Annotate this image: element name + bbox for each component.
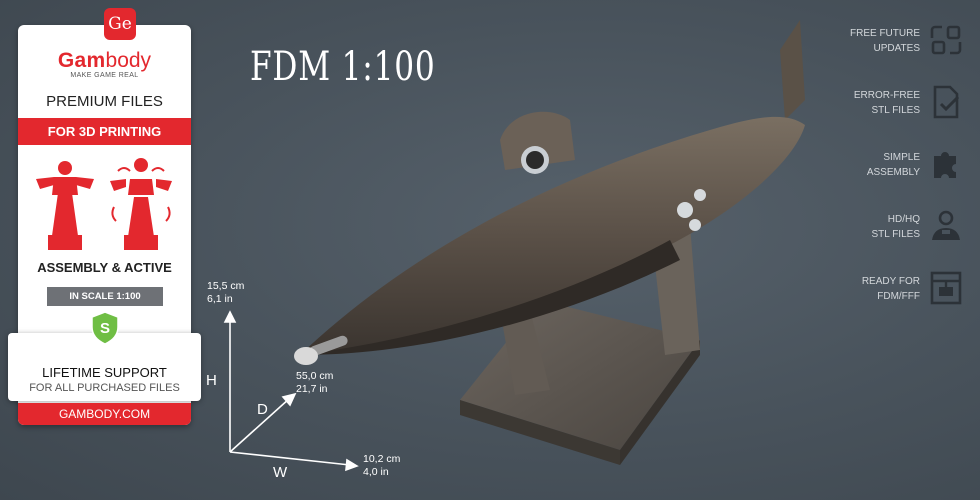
tagline: MAKE GAME REAL xyxy=(70,72,139,79)
width-in: 4,0 in xyxy=(363,466,389,478)
feature-line: STL FILES xyxy=(871,229,920,240)
feature-line: FDM/FFF xyxy=(877,291,920,302)
feature-line: READY FOR xyxy=(861,276,920,287)
feature-ready-fdm: READY FOR FDM/FFF xyxy=(830,268,970,320)
figure-icon xyxy=(932,210,960,240)
feature-hd-hq-stl: HD/HQ STL FILES xyxy=(830,206,970,258)
feature-simple-assembly: SIMPLE ASSEMBLY xyxy=(830,144,970,196)
width-cm: 10,2 cm xyxy=(363,453,401,465)
axis-w-label: W xyxy=(273,464,288,481)
wordmark-gam: Gam xyxy=(57,49,106,72)
lifetime-support-title: LIFETIME SUPPORT xyxy=(42,365,167,380)
lifetime-support-box: S LIFETIME SUPPORT FOR ALL PURCHASED FIL… xyxy=(8,311,201,401)
puzzle-icon xyxy=(934,152,956,178)
headline-fdm-scale: FDM 1:100 xyxy=(250,44,436,90)
shield-icon: S xyxy=(91,311,119,345)
feature-line: FREE FUTURE xyxy=(850,28,920,39)
height-in: 6,1 in xyxy=(207,293,233,305)
feature-line: HD/HQ xyxy=(887,214,920,225)
feature-error-free-stl: ERROR-FREE STL FILES xyxy=(830,82,970,134)
length-in: 21,7 in xyxy=(296,383,328,395)
height-dimension-label: 15,5 cm 6,1 in xyxy=(207,280,244,306)
feature-free-updates: FREE FUTURE UPDATES xyxy=(830,20,970,72)
width-dimension-label: 10,2 cm 4,0 in xyxy=(363,453,400,479)
scale-badge: IN SCALE 1:100 xyxy=(47,287,163,306)
exploded-figure-icon xyxy=(110,158,172,250)
printer-icon xyxy=(930,271,962,305)
lifetime-support-subtitle: FOR ALL PURCHASED FILES xyxy=(29,382,180,394)
premium-files-label: PREMIUM FILES xyxy=(46,93,163,110)
feature-line: ASSEMBLY xyxy=(866,167,920,178)
axis-h-label: H xyxy=(206,372,217,389)
for-3d-printing-banner: FOR 3D PRINTING xyxy=(18,118,191,145)
updates-icon xyxy=(930,25,962,55)
nautilus-submarine-model-image xyxy=(294,20,805,465)
height-cm: 15,5 cm xyxy=(207,280,245,292)
dimensions-diagram: 15,5 cm 6,1 in 55,0 cm 21,7 in 10,2 cm 4… xyxy=(195,270,435,490)
assembly-figures-illustration xyxy=(36,158,172,250)
feature-line: UPDATES xyxy=(873,43,921,54)
assembled-figure-icon xyxy=(36,161,94,250)
length-cm: 55,0 cm xyxy=(296,370,334,382)
gambody-wordmark: Gambody xyxy=(18,49,191,73)
wordmark-body: body xyxy=(105,49,152,72)
gambody-promo-card: Ge Gambody MAKE GAME REAL PREMIUM FILES … xyxy=(8,8,201,425)
assembly-active-label: ASSEMBLY & ACTIVE xyxy=(37,260,172,275)
feature-line: SIMPLE xyxy=(883,152,920,163)
dimension-axes xyxy=(223,310,359,472)
feature-line: STL FILES xyxy=(871,105,920,116)
length-dimension-label: 55,0 cm 21,7 in xyxy=(296,370,333,396)
file-check-icon xyxy=(933,85,960,119)
gambody-site-link[interactable]: GAMBODY.COM xyxy=(18,403,191,425)
axis-d-label: D xyxy=(257,401,268,418)
svg-text:S: S xyxy=(100,320,110,337)
feature-line: ERROR-FREE xyxy=(853,90,920,101)
gambody-logo-badge: Ge xyxy=(104,8,136,40)
